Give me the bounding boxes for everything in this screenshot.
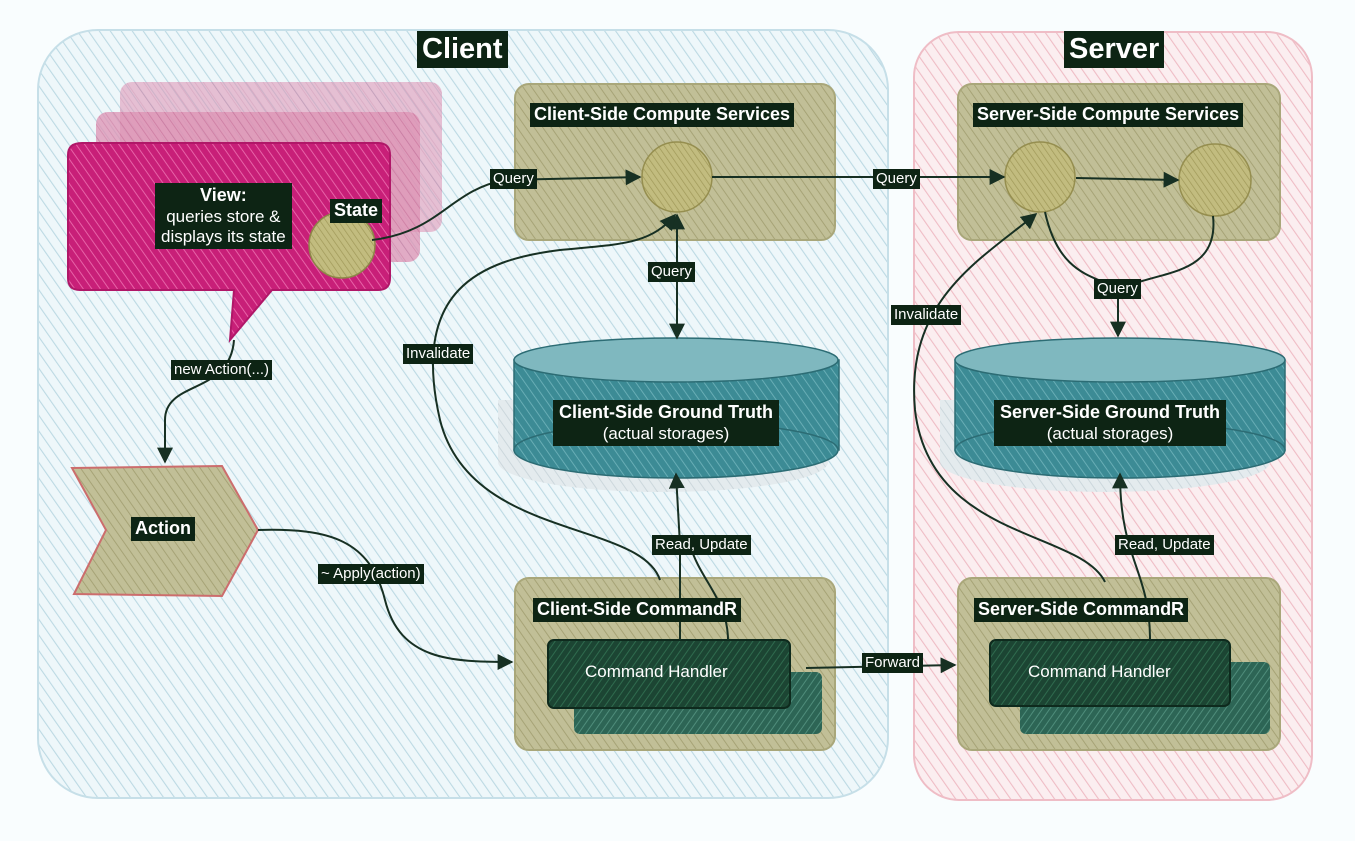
edge-label-apply: ~ Apply(action) xyxy=(318,564,424,584)
edge-label-new-action: new Action(...) xyxy=(171,360,273,380)
edge-server-node-link xyxy=(1075,171,1180,188)
edge-client-read-update-2 xyxy=(689,544,729,641)
edge-client-invalidate xyxy=(431,213,677,581)
client-ground-truth-title: Client-Side Ground Truth xyxy=(559,402,773,422)
edge-label-query-cross: Query xyxy=(873,169,920,189)
client-zone-title: Client xyxy=(417,31,508,68)
view-label: View: queries store & displays its state xyxy=(155,183,292,250)
client-ground-truth-label: Client-Side Ground Truth (actual storage… xyxy=(553,400,779,446)
server-compute-node-2 xyxy=(1178,143,1252,217)
edge-label-read-update-client: Read, Update xyxy=(652,535,751,555)
edge-label-invalidate-server: Invalidate xyxy=(891,305,962,325)
edge-label-invalidate-client: Invalidate xyxy=(403,344,474,364)
client-ground-truth-cylinder xyxy=(498,337,840,492)
view-title: View: xyxy=(200,185,247,205)
server-commandr-title: Server-Side CommandR xyxy=(974,598,1189,622)
client-handler xyxy=(547,639,791,709)
edge-apply xyxy=(257,528,514,670)
client-commandr-title: Client-Side CommandR xyxy=(533,598,742,622)
client-compute-title: Client-Side Compute Services xyxy=(530,103,795,127)
server-handler-label: Command Handler xyxy=(1028,662,1171,681)
edge-label-forward: Forward xyxy=(862,653,924,673)
edge-label-query-client-store: Query xyxy=(648,262,695,282)
server-compute-node-1 xyxy=(1004,141,1076,213)
client-handler-label: Command Handler xyxy=(585,662,728,681)
edge-label-query-view: Query xyxy=(490,169,537,189)
server-zone-title: Server xyxy=(1064,31,1165,68)
server-ground-truth-sub: (actual storages) xyxy=(1046,423,1174,443)
edge-label-query-server-store: Query xyxy=(1094,279,1141,299)
state-label: State xyxy=(330,199,383,223)
edge-server-invalidate xyxy=(913,212,1106,583)
edge-label-read-update-server: Read, Update xyxy=(1115,535,1214,555)
client-ground-truth-sub: (actual storages) xyxy=(602,423,730,443)
server-ground-truth-title: Server-Side Ground Truth xyxy=(1000,402,1221,422)
action-label: Action xyxy=(131,517,195,541)
client-compute-node xyxy=(641,141,713,213)
view-line-1: queries store & xyxy=(166,206,281,226)
server-ground-truth-label: Server-Side Ground Truth (actual storage… xyxy=(994,400,1227,446)
view-line-2: displays its state xyxy=(161,226,286,246)
server-handler xyxy=(989,639,1231,707)
edge-new-action xyxy=(157,339,235,464)
server-compute-title: Server-Side Compute Services xyxy=(973,103,1244,127)
